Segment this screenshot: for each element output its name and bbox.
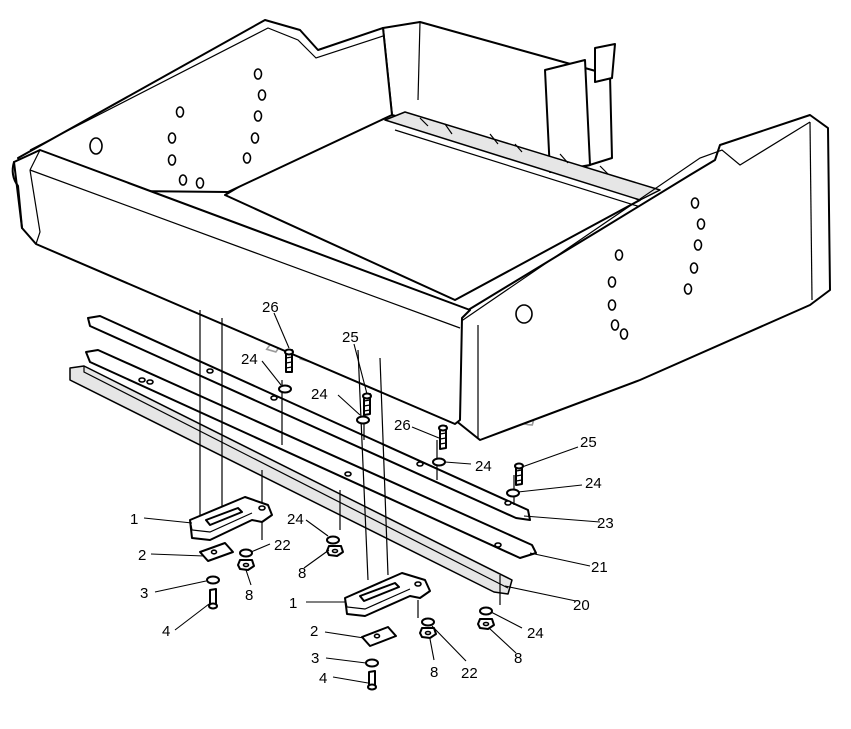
right-side-plate [454,114,831,441]
rail-23 [87,315,531,521]
bolt-26-right [438,424,448,450]
plate-2-right [361,626,397,647]
bolt-25-upper [362,392,372,416]
callout-22-a: 22 [274,537,291,554]
washer-22-left [239,548,253,558]
bracket-1-left [189,496,273,541]
callout-21: 21 [591,559,608,576]
callout-8-b: 8 [298,565,306,582]
bolt-4-right [367,670,377,691]
nut-8-right-1 [419,627,437,639]
callout-24-c: 24 [475,458,492,475]
callout-3-right: 3 [311,650,319,667]
crossbeam-bracket [544,59,591,173]
callout-25-b: 25 [580,434,597,451]
bolt-25-right [514,462,524,486]
callout-4-left: 4 [162,623,170,640]
bracket-1-right [344,572,431,617]
washer-3-left [206,575,220,585]
callout-24-d: 24 [585,475,602,492]
washer-22-right [421,617,435,627]
washer-24-mid [356,415,370,425]
callout-3-left: 3 [140,585,148,602]
callout-8-d: 8 [514,650,522,667]
right-plate-holes [515,197,706,340]
callout-24-b: 24 [311,386,328,403]
front-beam [13,149,471,425]
callout-1-left: 1 [130,511,138,528]
plate-2-left [199,542,234,562]
washer-24-upper [278,384,292,394]
rail-20 [69,365,513,595]
left-plate-holes [89,68,267,189]
callout-24-a: 24 [241,351,258,368]
callout-20: 20 [573,597,590,614]
callout-2-right: 2 [310,623,318,640]
washer-24-far-right [506,488,520,498]
inner-guide-rail [384,111,661,201]
callout-26-a: 26 [262,299,279,316]
callout-24-f: 24 [527,625,544,642]
callout-8-a: 8 [245,587,253,604]
callout-26-b: 26 [394,417,411,434]
washer-24-right [432,457,446,467]
leader-lines [143,312,601,684]
nut-8-left-2 [326,545,344,557]
callout-4-right: 4 [319,670,327,687]
washer-3-right [365,658,379,668]
callout-2-left: 2 [138,547,146,564]
nut-8-right-2 [477,618,495,630]
washer-24-right-low [479,606,493,616]
bolt-26-upper [284,348,294,373]
frame-assembly [11,19,831,441]
callout-25-a: 25 [342,329,359,346]
nut-8-left-1 [237,559,255,571]
bolt-4-left [208,588,218,610]
callout-23: 23 [597,515,614,532]
callout-labels: 1 2 3 4 1 2 3 4 8 8 8 8 20 21 22 22 23 2… [130,299,614,687]
washer-24-left [326,535,340,545]
callout-8-c: 8 [430,664,438,681]
rail-21 [85,349,537,559]
callout-24-e: 24 [287,511,304,528]
callout-1-right: 1 [289,595,297,612]
callout-22-b: 22 [461,665,478,682]
